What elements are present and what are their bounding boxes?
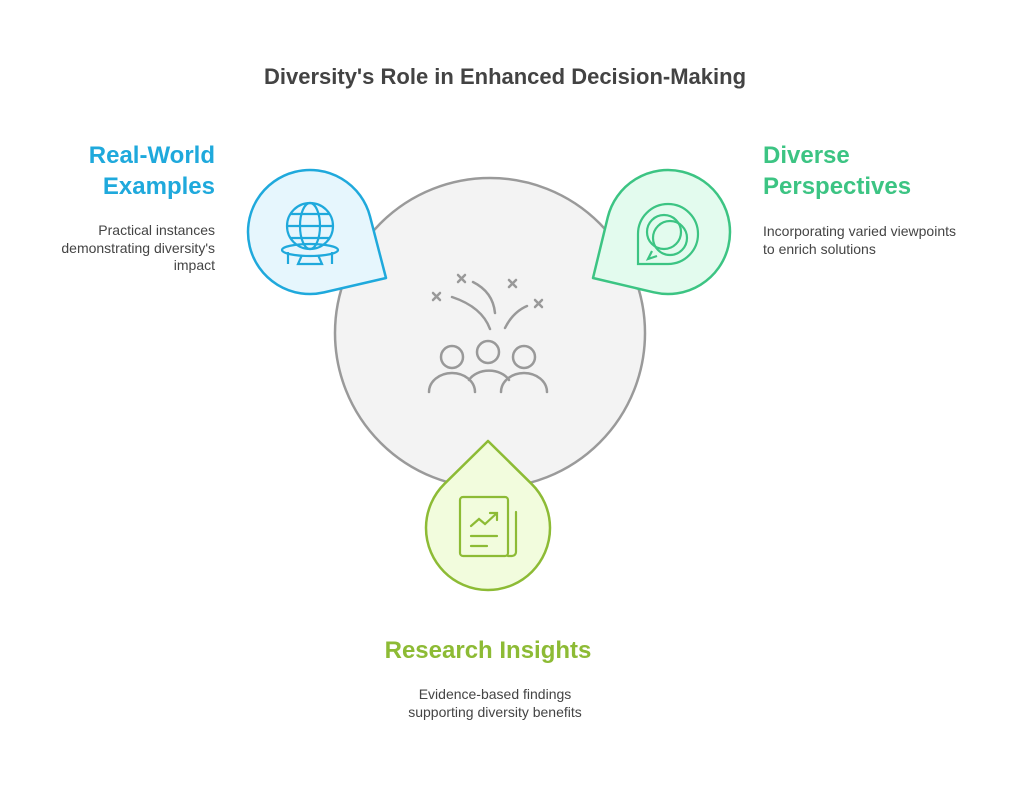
desc-line: Evidence-based findings xyxy=(418,686,572,702)
desc-line: to enrich solutions xyxy=(763,240,876,257)
research-insights-drop xyxy=(424,439,552,592)
real-world-examples-drop xyxy=(246,168,388,296)
desc-line: supporting diversity benefits xyxy=(408,703,582,720)
globe-icon xyxy=(280,201,340,266)
desc-line: demonstrating diversity's xyxy=(61,239,215,256)
real-world-examples-title: Real-World Examples xyxy=(89,140,215,202)
title-line: Examples xyxy=(102,173,215,200)
desc-line: Incorporating varied viewpoints xyxy=(763,223,956,239)
report-chart-icon xyxy=(458,495,518,558)
team-brainstorm-icon xyxy=(427,273,549,394)
real-world-examples-description: Practical instances demonstrating divers… xyxy=(61,222,215,275)
research-insights-description: Evidence-based findings supporting diver… xyxy=(345,686,645,721)
diverse-perspectives-title: Diverse Perspectives xyxy=(763,140,911,202)
title-line: Diverse xyxy=(763,142,850,169)
diverse-perspectives-description: Incorporating varied viewpoints to enric… xyxy=(763,223,956,258)
diverse-perspectives-drop xyxy=(591,168,732,296)
research-insights-title: Research Insights xyxy=(384,637,592,664)
title-line: Perspectives xyxy=(763,173,912,200)
chat-bubbles-icon xyxy=(636,202,700,266)
desc-line: impact xyxy=(173,257,215,273)
title-line: Real-World xyxy=(88,142,215,169)
diagram-title: Diversity's Role in Enhanced Decision-Ma… xyxy=(263,64,747,89)
desc-line: Practical instances xyxy=(98,222,215,238)
